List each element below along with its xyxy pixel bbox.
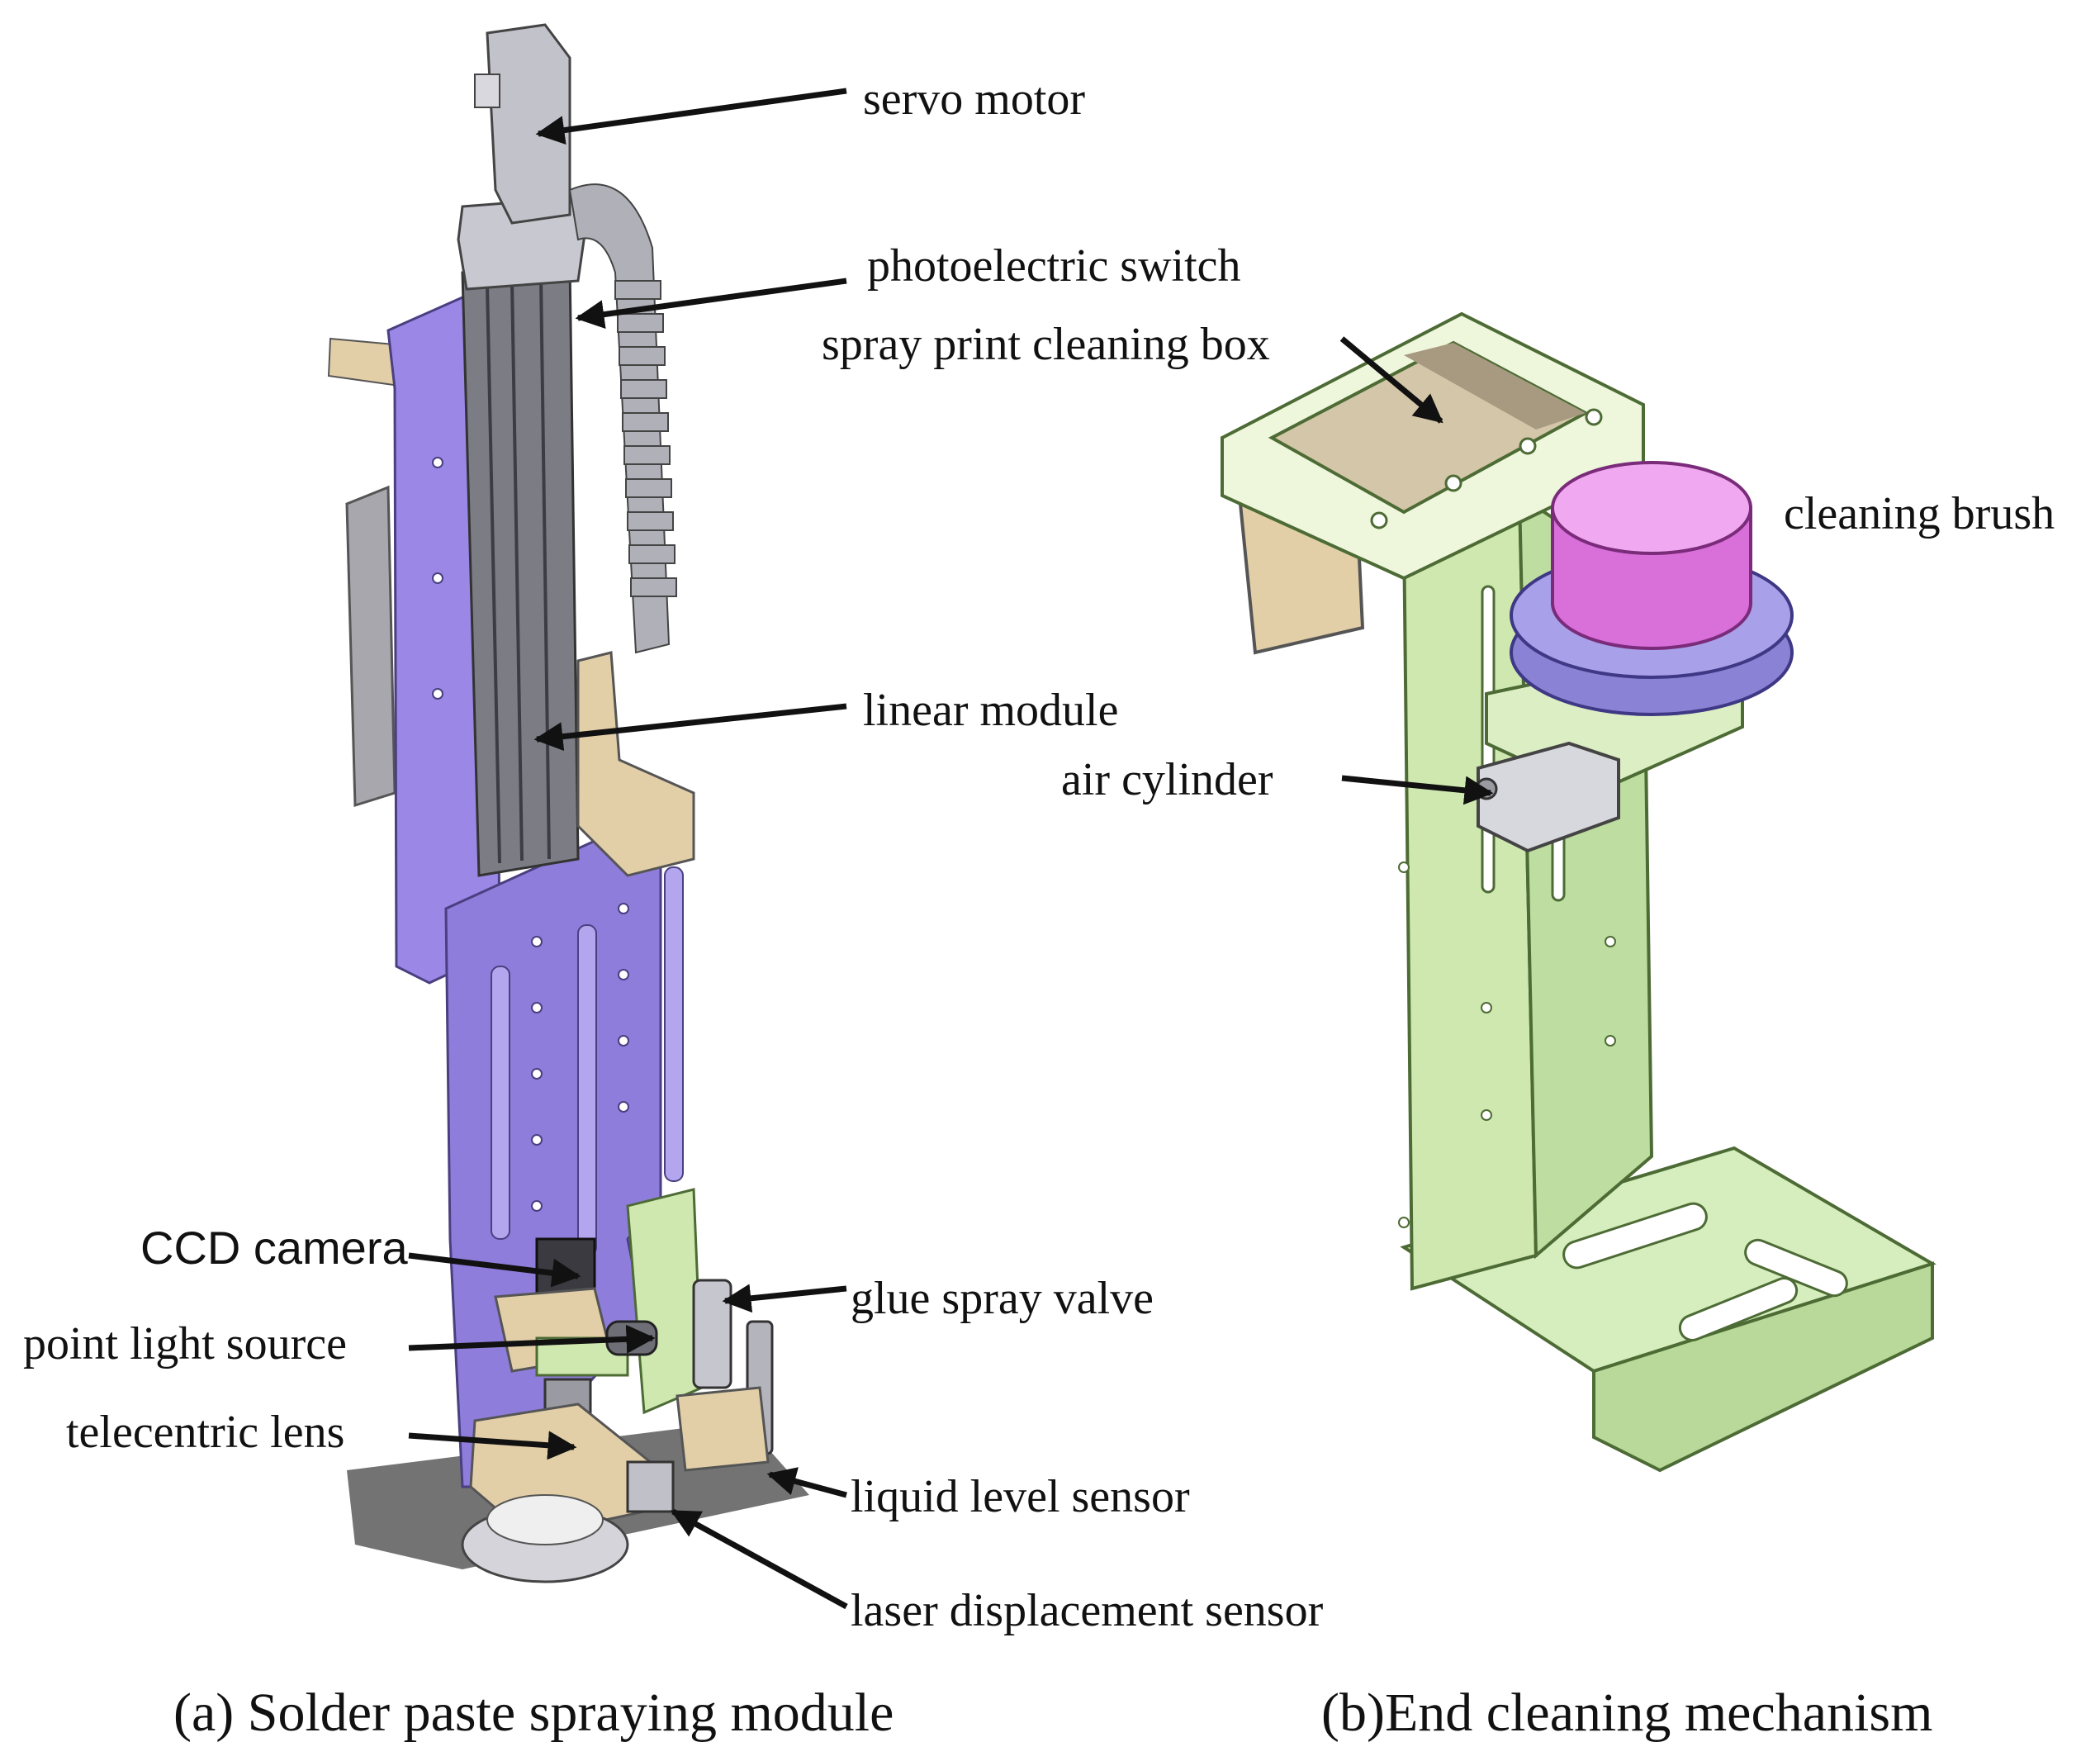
caption-panel-a: (a) Solder paste spraying module [173,1683,894,1743]
air-cylinder-body [1477,741,1620,853]
sensor-bracket [676,1386,770,1472]
valve-mount-plate [626,1188,704,1415]
arrow-telecentric-lens [408,1431,577,1460]
flange-holes [1370,408,1603,529]
end-cleaning-mechanism-drawing [1221,311,1936,1473]
laser-sensor-body [626,1460,675,1513]
label-servo-motor: servo motor [863,74,1085,125]
label-photoelectric-switch: photoelectric switch [867,240,1241,292]
arrow-spray-print-cleaning-box [1339,336,1443,424]
arrow-linear-module [533,703,847,752]
label-glue-spray-valve: glue spray valve [851,1273,1154,1324]
column-holes [1398,862,1616,1228]
glue-valve-body [692,1279,732,1389]
label-linear-module: linear module [863,685,1118,736]
cleaning-box-interior [1404,343,1586,430]
arrow-servo-motor [535,88,847,145]
air-cylinder-fitting [1475,777,1498,800]
label-spray-print-cleaning-box: spray print cleaning box [822,319,1270,370]
arrow-glue-spray-valve [722,1284,847,1313]
plate-slot-ribs [491,866,684,1256]
label-cleaning-brush: cleaning brush [1784,488,2055,539]
label-ccd-camera: CCD camera [140,1222,408,1274]
arrow-photoelectric-switch [575,278,847,330]
servo-motor-block [486,23,571,225]
caption-panel-b: (b)End cleaning mechanism [1321,1683,1932,1743]
label-point-light-source: point light source [23,1318,347,1369]
panel-b-labels: spray print cleaning box cleaning brush … [822,319,2055,1743]
label-liquid-level-sensor: liquid level sensor [851,1471,1190,1522]
label-telecentric-lens: telecentric lens [66,1407,344,1458]
label-air-cylinder: air cylinder [1061,754,1273,805]
ring-light-inner [486,1494,604,1545]
base-slots [1562,1202,1848,1341]
leader-arrows [408,88,1494,1610]
arrow-liquid-level-sensor [766,1467,847,1498]
label-laser-displacement-sensor: laser displacement sensor [851,1585,1324,1636]
side-bracket [345,485,396,808]
arrow-ccd-camera [408,1252,581,1288]
motor-connector [474,74,500,108]
solder-paste-spraying-module-drawing [327,23,809,1583]
rail-grooves [486,276,551,864]
mid-bracket [576,651,695,877]
cable-drag-chain [568,183,677,654]
arrow-air-cylinder [1341,775,1494,805]
arrow-laser-displacement-sensor [670,1508,848,1610]
frame-base-front [1592,1261,1934,1473]
panel-a-labels: servo motor photoelectric switch linear … [23,74,1324,1743]
cleaning-brush-top [1551,461,1752,555]
plate-mounting-holes [432,457,629,1212]
arrow-point-light-source [408,1324,656,1354]
